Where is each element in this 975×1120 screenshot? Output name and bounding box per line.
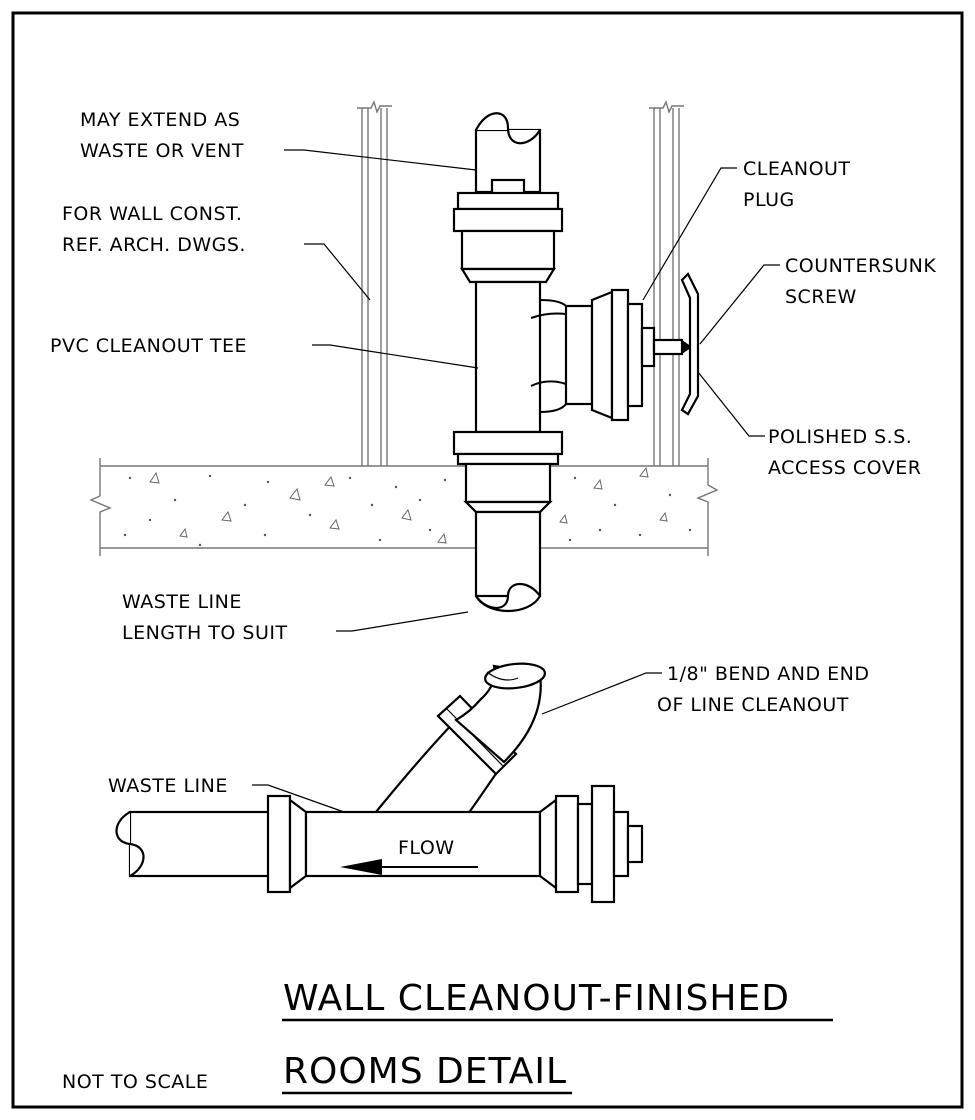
scale-note: NOT TO SCALE: [62, 1071, 208, 1093]
label-bend-line2: OF LINE CLEANOUT: [657, 694, 849, 716]
label-plug-line1: CLEANOUT: [743, 158, 851, 180]
sheet-border: [11, 11, 964, 1109]
label-wall-line1: FOR WALL CONST.: [62, 203, 242, 225]
label-extend-line1: MAY EXTEND AS: [80, 109, 240, 131]
label-waste-line2: LENGTH TO SUIT: [122, 622, 288, 644]
label-waste-line1: WASTE LINE: [122, 591, 242, 613]
label-cover-line1: POLISHED S.S.: [768, 426, 912, 448]
label-wall-line2: REF. ARCH. DWGS.: [62, 234, 246, 256]
label-extend-line2: WASTE OR VENT: [80, 140, 244, 162]
label-plug-line2: PLUG: [743, 189, 795, 211]
label-flow: FLOW: [398, 837, 455, 859]
leader-lines: [252, 149, 780, 813]
label-bend-line1: 1/8" BEND AND END: [667, 663, 870, 685]
wall-studs: [357, 100, 684, 466]
concrete-slab: [89, 458, 719, 556]
bend-cleanout-assembly: [115, 662, 644, 904]
label-screw-line2: SCREW: [785, 286, 857, 308]
label-waste-line-horizontal: WASTE LINE: [108, 775, 228, 797]
label-tee: PVC CLEANOUT TEE: [50, 335, 247, 357]
label-screw-line1: COUNTERSUNK: [785, 255, 936, 277]
label-cover-line2: ACCESS COVER: [768, 457, 921, 479]
title-line2: ROOMS DETAIL: [283, 1051, 567, 1092]
title-line1: WALL CLEANOUT-FINISHED: [283, 978, 790, 1019]
cleanout-tee-assembly: [452, 112, 700, 613]
